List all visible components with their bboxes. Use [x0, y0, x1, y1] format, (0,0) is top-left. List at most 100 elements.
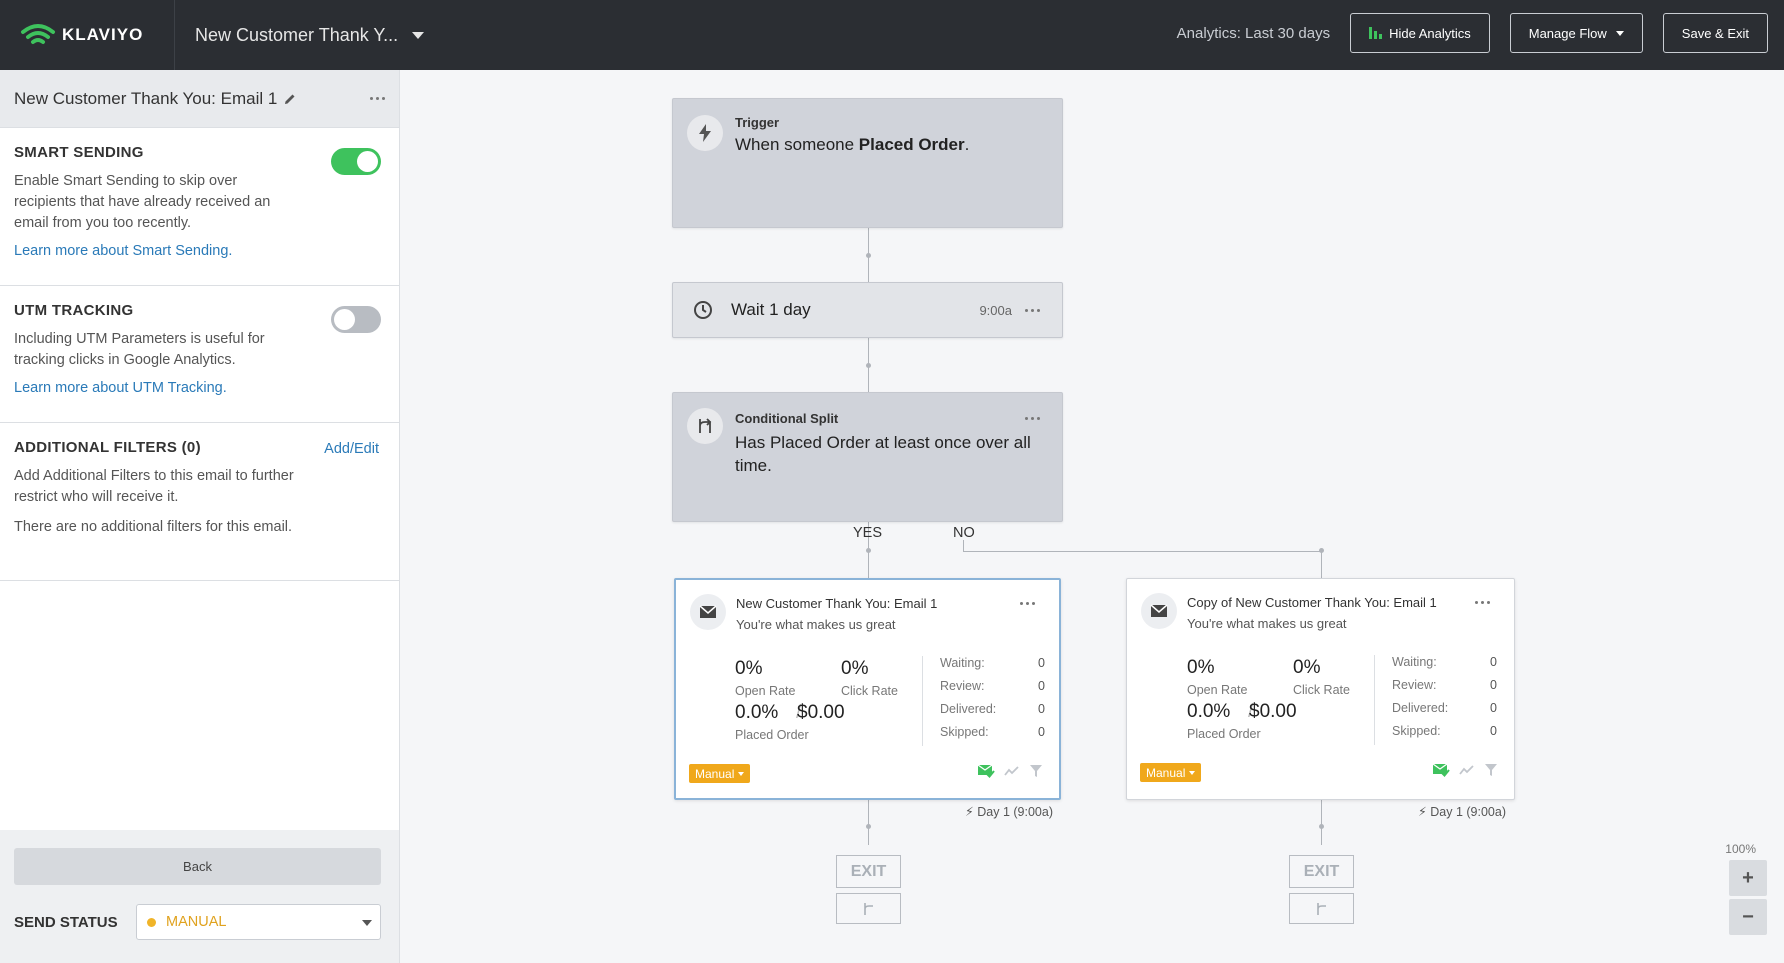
- email-check-icon[interactable]: [1433, 763, 1450, 777]
- send-status-label: SEND STATUS: [14, 913, 118, 931]
- trigger-label: Trigger: [735, 115, 780, 130]
- hide-analytics-button[interactable]: Hide Analytics: [1350, 13, 1490, 53]
- smart-sending-description: Enable Smart Sending to skip over recipi…: [14, 173, 271, 231]
- waiting-count: 0: [1490, 655, 1497, 669]
- skipped-label: Skipped:: [1392, 724, 1441, 738]
- wifi-logo-icon: [21, 24, 55, 44]
- chevron-down-icon: [362, 920, 372, 926]
- skipped-count: 0: [1490, 724, 1497, 738]
- open-rate-value: 0%: [1187, 657, 1215, 678]
- more-options-icon[interactable]: [1475, 601, 1490, 604]
- split-condition: Has Placed Order at least once over all …: [735, 433, 1031, 475]
- email-subject: You're what makes us great: [1187, 616, 1347, 631]
- flow-canvas[interactable]: Trigger When someone Placed Order. Wait …: [400, 70, 1784, 963]
- utm-tracking-toggle[interactable]: [331, 306, 381, 333]
- conditional-split-card[interactable]: Conditional Split Has Placed Order at le…: [672, 392, 1063, 522]
- top-bar: KLAVIYO New Customer Thank Y... Analytic…: [0, 0, 1784, 70]
- email-icon: [1141, 593, 1177, 629]
- smart-sending-section: SMART SENDING Enable Smart Sending to sk…: [0, 128, 399, 286]
- chevron-down-icon: [738, 771, 745, 776]
- send-status-select[interactable]: MANUAL: [136, 904, 381, 940]
- slash-separator: /: [1248, 701, 1254, 722]
- more-options-icon[interactable]: [1025, 417, 1040, 420]
- status-badge-dropdown[interactable]: Manual: [689, 764, 751, 783]
- email-title: New Customer Thank You: Email 1: [736, 596, 938, 611]
- connector-dot: [866, 363, 871, 368]
- add-branch-button[interactable]: [1289, 893, 1354, 924]
- additional-filters-section: ADDITIONAL FILTERS (0) Add/Edit Add Addi…: [0, 423, 399, 581]
- connector-line: [963, 551, 1321, 552]
- status-dot-icon: [147, 917, 156, 927]
- more-options-icon[interactable]: [1025, 309, 1040, 312]
- trend-icon[interactable]: [1004, 765, 1020, 777]
- email-settings-sidebar: New Customer Thank You: Email 1 SMART SE…: [0, 70, 400, 963]
- clock-icon: [685, 292, 721, 328]
- email-delay-text: Day 1 (9:00a): [977, 805, 1053, 819]
- open-rate-value: 0%: [735, 658, 763, 679]
- bar-chart-icon: [1369, 27, 1383, 39]
- zoom-in-button[interactable]: +: [1729, 860, 1767, 896]
- save-exit-button[interactable]: Save & Exit: [1662, 13, 1768, 53]
- chevron-down-icon: [412, 31, 425, 39]
- split-icon: [687, 408, 723, 444]
- additional-filters-title: ADDITIONAL FILTERS (0): [14, 439, 201, 456]
- open-rate-label: Open Rate: [735, 684, 796, 698]
- filter-icon[interactable]: [1484, 763, 1498, 777]
- connector-dot: [866, 253, 871, 258]
- waiting-count: 0: [1038, 656, 1045, 670]
- connector-line: [963, 540, 964, 551]
- delivered-label: Delivered:: [1392, 701, 1449, 715]
- connector-line: [868, 800, 869, 845]
- email-title: Copy of New Customer Thank You: Email 1: [1187, 595, 1437, 610]
- manage-flow-label: Manage Flow: [1528, 25, 1607, 41]
- trigger-text: When someone Placed Order.: [735, 135, 969, 155]
- trigger-text-prefix: When someone: [735, 135, 859, 154]
- conversion-rate-value: 0.0%: [735, 702, 779, 723]
- skipped-count: 0: [1038, 725, 1045, 739]
- status-badge-dropdown[interactable]: Manual: [1140, 763, 1202, 782]
- manage-flow-button[interactable]: Manage Flow: [1509, 13, 1643, 53]
- utm-tracking-learn-link[interactable]: Learn more about UTM Tracking.: [14, 380, 227, 396]
- add-branch-button[interactable]: [836, 893, 901, 924]
- trigger-card[interactable]: Trigger When someone Placed Order.: [672, 98, 1063, 228]
- utm-tracking-section: UTM TRACKING Including UTM Parameters is…: [0, 286, 399, 423]
- skipped-label: Skipped:: [940, 725, 989, 739]
- email-subject: You're what makes us great: [736, 617, 896, 632]
- status-badge-label: Manual: [1146, 765, 1186, 780]
- sidebar-title: New Customer Thank You: Email 1: [14, 88, 278, 108]
- email-delay-text: Day 1 (9:00a): [1430, 805, 1506, 819]
- filter-icon[interactable]: [1029, 764, 1043, 778]
- review-label: Review:: [1392, 678, 1437, 692]
- status-badge-label: Manual: [695, 766, 735, 781]
- zoom-out-button[interactable]: −: [1729, 899, 1767, 935]
- zoom-level: 100%: [1725, 842, 1756, 856]
- connector-line: [1321, 800, 1322, 845]
- wait-text: Wait 1 day: [731, 300, 811, 319]
- revenue-value: $0.00: [1249, 701, 1297, 722]
- exit-node[interactable]: EXIT: [836, 855, 901, 888]
- wait-time: 9:00a: [979, 303, 1012, 318]
- smart-sending-toggle[interactable]: [331, 148, 381, 175]
- smart-sending-learn-link[interactable]: Learn more about Smart Sending.: [14, 243, 233, 259]
- more-options-icon[interactable]: [1020, 602, 1035, 605]
- exit-node[interactable]: EXIT: [1289, 855, 1354, 888]
- trend-icon[interactable]: [1459, 764, 1475, 776]
- wait-card[interactable]: Wait 1 day 9:00a: [672, 282, 1063, 338]
- review-label: Review:: [940, 679, 985, 693]
- back-button[interactable]: Back: [14, 848, 381, 885]
- lightning-icon: ⚡: [965, 805, 974, 819]
- delivered-count: 0: [1490, 701, 1497, 715]
- flow-title: New Customer Thank Y...: [195, 24, 399, 45]
- pencil-icon[interactable]: [283, 92, 297, 106]
- email-card[interactable]: New Customer Thank You: Email 1 You're w…: [674, 578, 1061, 800]
- add-edit-filters-link[interactable]: Add/Edit: [324, 441, 379, 457]
- connector-dot: [1319, 824, 1324, 829]
- conversion-label: Placed Order: [1187, 727, 1261, 741]
- email-card[interactable]: Copy of New Customer Thank You: Email 1 …: [1126, 578, 1515, 800]
- email-check-icon[interactable]: [978, 764, 995, 778]
- stats-divider: [922, 656, 923, 746]
- connector-dot: [866, 548, 871, 553]
- flow-title-dropdown[interactable]: New Customer Thank Y...: [195, 24, 425, 46]
- more-options-icon[interactable]: [370, 97, 385, 100]
- klaviyo-logo[interactable]: KLAVIYO: [0, 0, 175, 70]
